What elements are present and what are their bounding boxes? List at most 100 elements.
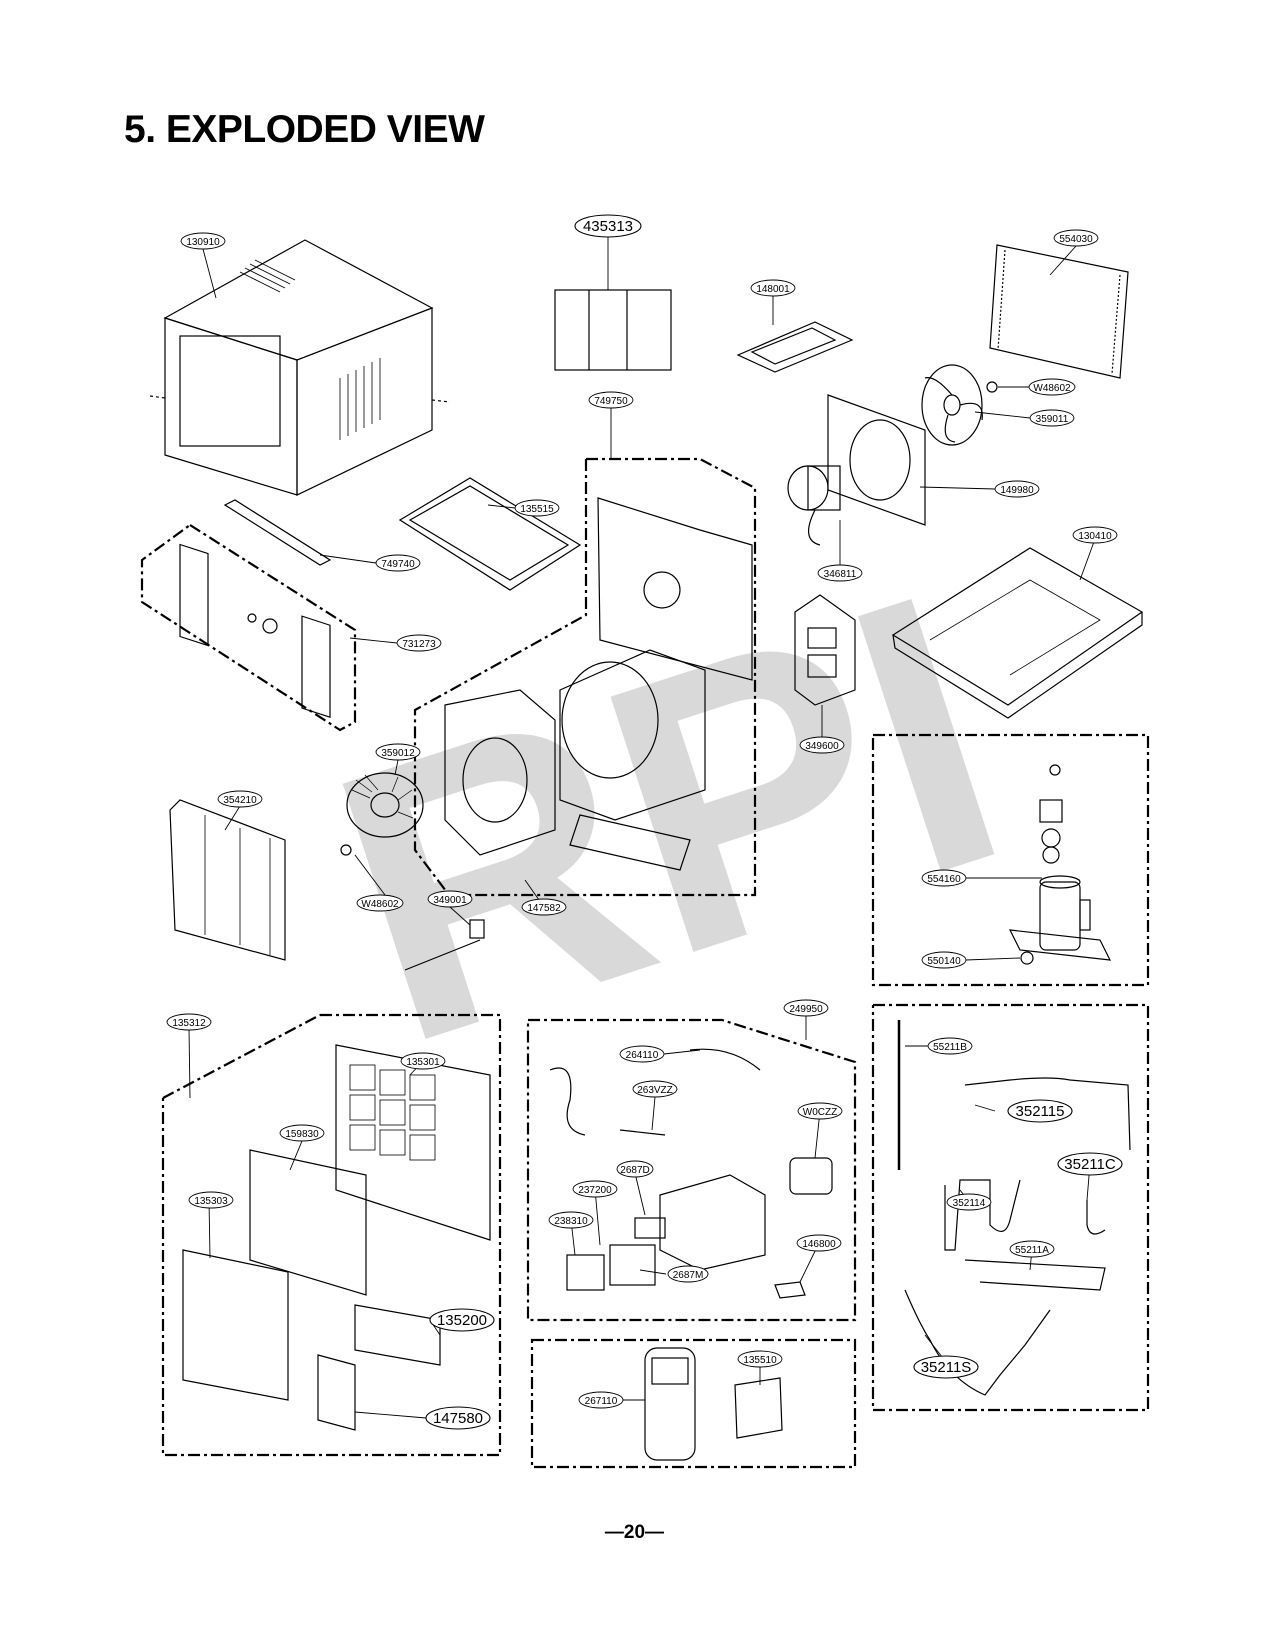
svg-text:237200: 237200	[578, 1185, 612, 1196]
part-label: 2687D	[616, 1160, 654, 1178]
part-label: 148001	[750, 279, 796, 297]
svg-text:263VZZ: 263VZZ	[637, 1085, 673, 1096]
part-label: 731273	[396, 634, 442, 652]
svg-text:554160: 554160	[927, 874, 961, 885]
svg-text:135510: 135510	[743, 1355, 777, 1366]
svg-text:135515: 135515	[520, 504, 554, 515]
part-label: 35211S	[913, 1355, 979, 1379]
svg-text:352115: 352115	[1016, 1103, 1065, 1120]
page-title: 5. EXPLODED VIEW	[124, 108, 485, 151]
svg-text:354210: 354210	[223, 795, 257, 806]
part-label: 135200	[429, 1308, 495, 1332]
part-label: 135301	[400, 1052, 446, 1070]
svg-text:346811: 346811	[824, 569, 857, 580]
svg-text:159830: 159830	[285, 1129, 319, 1140]
watermark: RPI	[292, 510, 1045, 1126]
svg-text:135200: 135200	[437, 1312, 487, 1329]
bracket-part	[736, 321, 854, 373]
part-label: 554160	[921, 869, 967, 887]
part-label: 352114	[946, 1193, 992, 1211]
part-label: 354210	[217, 790, 263, 808]
condenser-part	[989, 244, 1129, 379]
part-label: 349001	[427, 890, 473, 908]
fan-motor-part	[787, 465, 841, 546]
fan-shroud-part	[827, 394, 926, 526]
part-label: 135510	[737, 1350, 783, 1368]
svg-text:749740: 749740	[381, 559, 415, 570]
part-label: 346811	[817, 564, 863, 582]
louver-set-part	[140, 524, 357, 732]
part-label: 359011	[1029, 409, 1075, 427]
part-label: 130910	[180, 232, 226, 250]
svg-text:352114: 352114	[953, 1198, 986, 1209]
svg-text:130910: 130910	[186, 237, 220, 248]
svg-text:249950: 249950	[789, 1004, 823, 1015]
svg-text:W48602: W48602	[361, 899, 399, 910]
front-grille-box	[161, 1013, 502, 1457]
part-label: W0CZZ	[797, 1102, 843, 1120]
part-label: 55211B	[927, 1037, 973, 1055]
svg-text:35211S: 35211S	[921, 1359, 972, 1376]
svg-text:2687M: 2687M	[673, 1270, 704, 1281]
part-label: 35211C	[1057, 1152, 1123, 1176]
part-label: 267110	[578, 1391, 624, 1409]
remote-box	[530, 1338, 857, 1469]
part-label: 147582	[521, 898, 567, 916]
base-pan-part	[891, 547, 1144, 719]
part-label: 159830	[279, 1124, 325, 1142]
svg-text:359011: 359011	[1036, 414, 1069, 425]
svg-text:147582: 147582	[527, 903, 561, 914]
part-label: 237200	[572, 1180, 618, 1198]
part-label: 550140	[921, 951, 967, 969]
svg-text:267110: 267110	[585, 1396, 618, 1407]
evaporator-part	[169, 799, 286, 961]
svg-text:146800: 146800	[802, 1239, 836, 1250]
svg-text:135312: 135312	[172, 1018, 206, 1029]
rod-part	[404, 919, 485, 971]
part-label: 554030	[1053, 229, 1099, 247]
svg-text:W48602: W48602	[1033, 383, 1071, 394]
filter-part	[554, 289, 672, 371]
svg-text:RPI: RPI	[292, 510, 1045, 1126]
part-label: 135312	[166, 1013, 212, 1031]
svg-text:149980: 149980	[1000, 485, 1034, 496]
part-label: W48602	[1028, 378, 1076, 396]
part-label: 263VZZ	[632, 1080, 678, 1098]
svg-text:55211B: 55211B	[933, 1042, 967, 1053]
part-label: 149980	[994, 480, 1040, 498]
part-labels: 130910 435313 148001 554030 W48602 35901…	[166, 214, 1123, 1430]
compressor-box	[871, 733, 1150, 987]
part-label: 146800	[796, 1234, 842, 1252]
part-label: 135515	[514, 499, 560, 517]
svg-text:349600: 349600	[805, 741, 839, 752]
part-label: 130410	[1072, 526, 1118, 544]
part-label: 352115	[1007, 1099, 1073, 1123]
part-label: 749740	[375, 554, 421, 572]
svg-text:147580: 147580	[433, 1410, 483, 1427]
control-box	[526, 1018, 857, 1322]
part-label: 135303	[188, 1191, 234, 1209]
part-label: W48602	[356, 894, 404, 912]
svg-text:264110: 264110	[626, 1050, 659, 1061]
part-label: 147580	[425, 1406, 491, 1430]
svg-text:W0CZZ: W0CZZ	[803, 1107, 837, 1118]
svg-text:130410: 130410	[1078, 531, 1112, 542]
svg-text:135303: 135303	[194, 1196, 228, 1207]
part-label: 238310	[548, 1211, 594, 1229]
svg-text:148001: 148001	[756, 284, 790, 295]
svg-text:35211C: 35211C	[1064, 1156, 1116, 1173]
cabinet-part	[149, 239, 451, 496]
svg-text:238310: 238310	[554, 1216, 588, 1227]
part-label: 359012	[375, 743, 421, 761]
svg-text:731273: 731273	[402, 639, 436, 650]
part-label: 435313	[574, 214, 642, 238]
part-label: 249950	[783, 999, 829, 1017]
svg-text:55211A: 55211A	[1015, 1245, 1049, 1256]
svg-text:554030: 554030	[1059, 234, 1093, 245]
part-label: 349600	[799, 736, 845, 754]
svg-text:2687D: 2687D	[620, 1165, 649, 1176]
svg-text:359012: 359012	[381, 748, 415, 759]
svg-text:135301: 135301	[406, 1057, 440, 1068]
page-number: —20—	[604, 1522, 665, 1543]
